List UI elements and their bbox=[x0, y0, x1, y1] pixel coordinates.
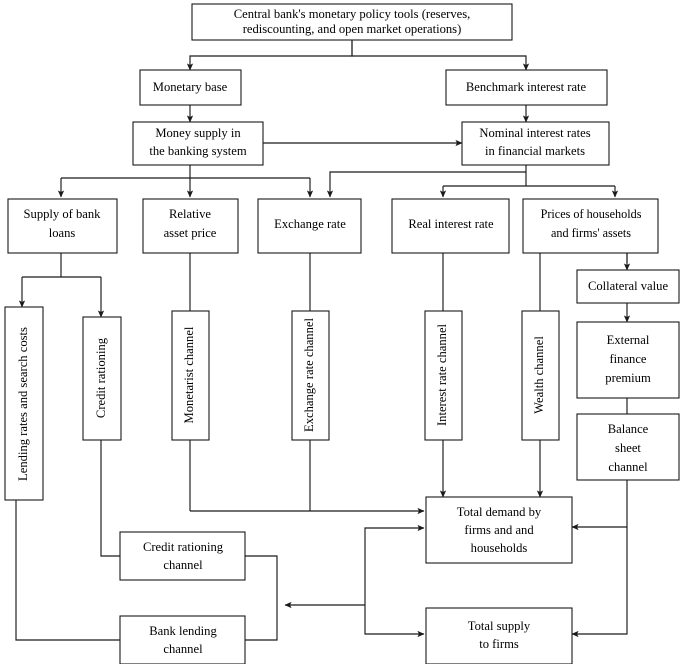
link-balance-sheet-to-total-supply bbox=[571, 527, 628, 638]
exchange-rate-channel-box[interactable] bbox=[291, 310, 330, 441]
benchmark-rate-box[interactable] bbox=[445, 69, 608, 106]
node-exchange-rate-channel[interactable]: Exchange rate channel bbox=[291, 310, 330, 441]
link-nominal-to-exchange-rate bbox=[326, 171, 495, 198]
total-demand-line-1: Total demand by bbox=[457, 505, 542, 519]
link-tools-to-benchmark-rate bbox=[351, 40, 530, 71]
credit-rationing-label: Credit rationing bbox=[94, 337, 108, 418]
lending-rates-label: Lending rates and search costs bbox=[16, 327, 30, 481]
node-money-supply[interactable]: Money supply in the banking system bbox=[132, 121, 264, 166]
link-lending-rates-to-bank-channel bbox=[15, 500, 120, 641]
real-interest-rate-box[interactable] bbox=[391, 198, 510, 254]
link-tools-to-monetary-base bbox=[186, 40, 353, 71]
lending-rates-box[interactable] bbox=[4, 306, 44, 501]
interest-rate-channel-label: Interest rate channel bbox=[435, 323, 449, 426]
node-relative-asset-price[interactable]: Relative asset price bbox=[142, 198, 239, 254]
node-total-supply[interactable]: Total supply to firms bbox=[425, 607, 573, 664]
node-nominal-rates[interactable]: Nominal interest rates in financial mark… bbox=[461, 121, 610, 166]
external-finance-premium-box[interactable] bbox=[576, 321, 680, 399]
balance-sheet-channel-line-3: channel bbox=[608, 460, 648, 474]
total-supply-box[interactable] bbox=[425, 607, 573, 664]
external-finance-premium-line-3: premium bbox=[605, 371, 651, 385]
external-finance-premium-line-2: finance bbox=[609, 352, 646, 366]
link-credit-channel-merge bbox=[245, 555, 278, 605]
node-asset-prices[interactable]: Prices of households and firms' assets bbox=[522, 198, 659, 254]
node-exchange-rate[interactable]: Exchange rate bbox=[257, 198, 362, 254]
real-interest-rate-label: Real interest rate bbox=[408, 217, 494, 231]
exchange-rate-channel-label: Exchange rate channel bbox=[302, 318, 316, 432]
monetary-base-label: Monetary base bbox=[153, 80, 228, 94]
external-finance-premium-line-1: External bbox=[607, 333, 650, 347]
asset-prices-box[interactable] bbox=[522, 198, 659, 254]
relative-asset-price-line-2: asset price bbox=[164, 226, 217, 240]
link-channels-to-total-demand-lower bbox=[364, 524, 425, 605]
relative-asset-price-box[interactable] bbox=[142, 198, 239, 254]
monetarist-channel-box[interactable] bbox=[171, 310, 210, 441]
bank-loans-line-2: loans bbox=[49, 226, 76, 240]
collateral-value-label: Collateral value bbox=[588, 279, 668, 293]
policy-tools-line-2: rediscounting, and open market operation… bbox=[243, 22, 462, 36]
exchange-rate-box[interactable] bbox=[257, 198, 362, 254]
asset-prices-line-1: Prices of households bbox=[541, 207, 642, 221]
monetarist-channel-label: Monetarist channel bbox=[182, 326, 196, 423]
node-wealth-channel[interactable]: Wealth channel bbox=[521, 310, 560, 441]
balance-sheet-channel-box[interactable] bbox=[576, 413, 680, 481]
node-monetarist-channel[interactable]: Monetarist channel bbox=[171, 310, 210, 441]
node-benchmark-rate[interactable]: Benchmark interest rate bbox=[445, 69, 608, 106]
monetary-base-box[interactable] bbox=[139, 69, 242, 106]
link-channels-to-total-supply bbox=[364, 605, 425, 638]
money-supply-box[interactable] bbox=[132, 121, 264, 166]
total-supply-line-2: to firms bbox=[479, 637, 519, 651]
total-demand-line-2: firms and and bbox=[464, 523, 534, 537]
bank-loans-line-1: Supply of bank bbox=[24, 207, 102, 221]
node-external-finance-premium[interactable]: External finance premium bbox=[576, 321, 680, 399]
relative-asset-price-line-1: Relative bbox=[169, 207, 211, 221]
node-total-demand[interactable]: Total demand by firms and and households bbox=[425, 496, 573, 564]
nominal-rates-box[interactable] bbox=[461, 121, 610, 166]
node-real-interest-rate[interactable]: Real interest rate bbox=[391, 198, 510, 254]
nominal-rates-line-2: in financial markets bbox=[485, 144, 585, 158]
node-collateral-value[interactable]: Collateral value bbox=[576, 269, 680, 304]
asset-prices-line-2: and firms' assets bbox=[551, 226, 631, 240]
link-credit-rationing-to-channel bbox=[100, 440, 120, 557]
bank-lending-channel-box[interactable] bbox=[119, 615, 246, 664]
balance-sheet-channel-line-1: Balance bbox=[608, 422, 649, 436]
wealth-channel-label: Wealth channel bbox=[532, 336, 546, 414]
balance-sheet-channel-line-2: sheet bbox=[615, 441, 641, 455]
node-policy-tools[interactable]: Central bank's monetary policy tools (re… bbox=[191, 3, 513, 41]
node-lending-rates-search-costs[interactable]: Lending rates and search costs bbox=[4, 306, 44, 501]
money-supply-line-1: Money supply in bbox=[155, 126, 241, 140]
nominal-rates-line-1: Nominal interest rates bbox=[479, 126, 590, 140]
credit-rationing-channel-line-2: channel bbox=[163, 558, 203, 572]
node-bank-loans[interactable]: Supply of bank loans bbox=[7, 198, 118, 254]
total-demand-line-3: households bbox=[471, 541, 528, 555]
connectors bbox=[15, 40, 631, 641]
exchange-rate-label: Exchange rate bbox=[274, 217, 346, 231]
money-supply-line-2: the banking system bbox=[149, 144, 246, 158]
node-interest-rate-channel[interactable]: Interest rate channel bbox=[424, 310, 463, 441]
collateral-value-box[interactable] bbox=[576, 269, 680, 304]
interest-rate-channel-box[interactable] bbox=[424, 310, 463, 441]
credit-rationing-channel-line-1: Credit rationing bbox=[143, 540, 224, 554]
node-credit-rationing[interactable]: Credit rationing bbox=[82, 316, 122, 441]
node-monetary-base[interactable]: Monetary base bbox=[139, 69, 242, 106]
node-credit-rationing-channel[interactable]: Credit rationing channel bbox=[119, 531, 246, 581]
bank-lending-channel-line-2: channel bbox=[163, 642, 203, 656]
wealth-channel-box[interactable] bbox=[521, 310, 560, 441]
link-bank-channel-merge bbox=[245, 605, 278, 641]
total-supply-line-1: Total supply bbox=[468, 619, 531, 633]
policy-tools-box[interactable] bbox=[191, 3, 513, 41]
node-bank-lending-channel[interactable]: Bank lending channel bbox=[119, 615, 246, 664]
bank-loans-box[interactable] bbox=[7, 198, 118, 254]
credit-rationing-channel-box[interactable] bbox=[119, 531, 246, 581]
node-balance-sheet-channel[interactable]: Balance sheet channel bbox=[576, 413, 680, 481]
policy-tools-line-1: Central bank's monetary policy tools (re… bbox=[234, 7, 471, 21]
total-demand-box[interactable] bbox=[425, 496, 573, 564]
benchmark-rate-label: Benchmark interest rate bbox=[466, 80, 587, 94]
credit-rationing-box[interactable] bbox=[82, 316, 122, 441]
bank-lending-channel-line-1: Bank lending bbox=[149, 624, 217, 638]
